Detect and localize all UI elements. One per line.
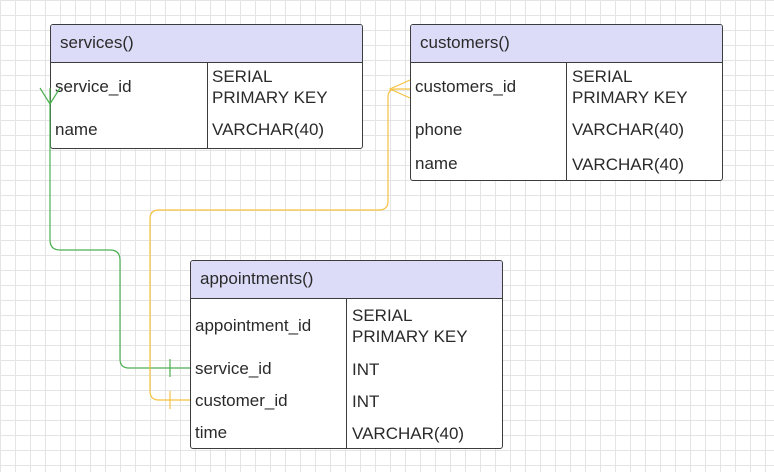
appointments-row-customer-id[interactable]: customer_id INT [191,385,502,417]
field-name: customer_id [195,391,288,410]
customers-table-title: customers() [411,25,722,63]
field-type: INT [352,391,380,411]
field-name: service_id [195,359,272,378]
field-type: SERIAL PRIMARY KEY [212,67,328,107]
field-type: SERIAL PRIMARY KEY [572,67,688,107]
appointments-row-time[interactable]: time VARCHAR(40) [191,417,502,448]
customers-row-phone[interactable]: phone VARCHAR(40) [411,111,722,148]
field-type: VARCHAR(40) [572,120,685,139]
customers-column-divider [566,63,567,180]
customers-table[interactable]: customers() customers_id SERIAL PRIMARY … [410,24,723,181]
field-type: VARCHAR(40) [572,154,685,174]
appointments-row-appointment-id[interactable]: appointment_id SERIAL PRIMARY KEY [191,299,502,353]
field-type: SERIAL PRIMARY KEY [352,306,468,346]
appointments-table[interactable]: appointments() appointment_id SERIAL PRI… [190,260,503,449]
customers-row-name[interactable]: name VARCHAR(40) [411,148,722,180]
services-row-name[interactable]: name VARCHAR(40) [51,111,362,148]
crow-foot-icon [388,79,411,99]
field-type: VARCHAR(40) [212,120,325,139]
appointments-row-service-id[interactable]: service_id INT [191,353,502,385]
services-row-service-id[interactable]: service_id SERIAL PRIMARY KEY [51,63,362,111]
field-name: name [55,119,98,139]
field-name: service_id [55,77,132,96]
field-name: time [195,423,228,442]
field-name: customers_id [415,77,517,96]
field-name: phone [415,119,463,139]
customers-row-customers-id[interactable]: customers_id SERIAL PRIMARY KEY [411,63,722,111]
field-type: INT [352,359,380,379]
appointments-table-title: appointments() [191,261,502,299]
services-table-title: services() [51,25,362,63]
services-table[interactable]: services() service_id SERIAL PRIMARY KEY… [50,24,363,149]
field-name: appointment_id [195,316,312,335]
field-type: VARCHAR(40) [352,423,465,443]
field-name: name [415,154,458,173]
